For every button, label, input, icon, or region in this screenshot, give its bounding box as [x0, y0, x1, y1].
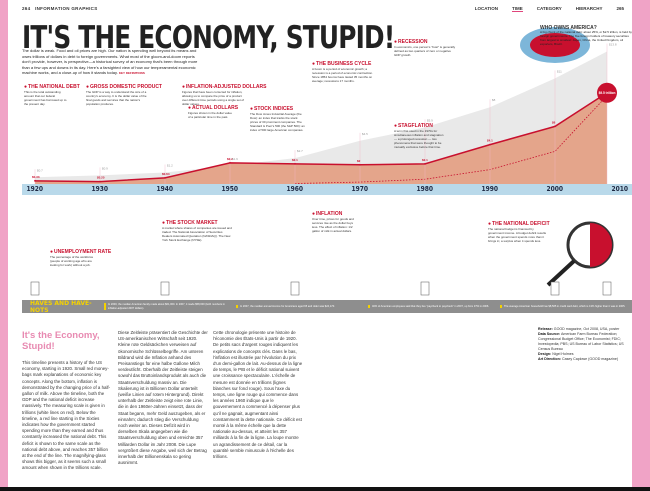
- haves-label: HAVES AND HAVE-NOTS: [30, 299, 92, 314]
- economy-chart: $0.33 $0.7 $0.25 $0.9 $0.64 $1.2 $2.2$1.9 $2.1 $…: [30, 27, 617, 296]
- deficit-magnified: [590, 223, 612, 267]
- milk-carton-icon: [602, 281, 612, 296]
- timeline-year: 1940: [156, 185, 174, 193]
- gdp-value-label: $8: [492, 98, 496, 102]
- timeline-year: 2000: [546, 185, 564, 193]
- world-map-land: [530, 33, 580, 57]
- gdp-area: [35, 51, 607, 184]
- timeline-year: 1990: [481, 185, 499, 193]
- debt-value-label: $2.2: [227, 157, 233, 161]
- timeline-year: 1920: [26, 185, 44, 193]
- gdp-value-label: $2.7: [297, 149, 303, 153]
- gdp-value-label: $0.9: [102, 166, 108, 170]
- timeline-year: 1980: [416, 185, 434, 193]
- debt-2008-badge: [597, 82, 617, 103]
- nav-location[interactable]: LOCATION: [474, 6, 498, 11]
- nav-time[interactable]: TIME: [511, 6, 523, 12]
- haves-fact: 40% of American employees said that they…: [368, 304, 496, 309]
- gdp-value-label: $5.9: [427, 118, 433, 122]
- debt-value-label: $0.33: [32, 175, 40, 179]
- debt-point: [489, 143, 491, 146]
- debt-point: [294, 162, 296, 165]
- debt-point: [359, 163, 361, 166]
- running-header: 264 INFORMATION GRAPHICS: [22, 6, 98, 11]
- deficit-line: [294, 95, 608, 184]
- gdp-value-label: $0.7: [37, 168, 43, 172]
- debt-area: [35, 92, 607, 184]
- gdp-value-label: $4.5: [362, 132, 368, 136]
- debt-line: [34, 92, 608, 183]
- haves-fact: In 2000, the median American family made…: [104, 303, 232, 310]
- debt-2008-label: $9.5 trillion: [599, 91, 616, 95]
- nav-hierarchy[interactable]: HIERARCHY: [575, 6, 603, 11]
- debt-point: [229, 161, 231, 164]
- milk-carton-icon: [550, 281, 560, 296]
- article-french: Cette chronologie présente une histoire …: [213, 330, 303, 460]
- debt-value-label: $0.64: [162, 172, 170, 176]
- timeline-year: 1930: [91, 185, 109, 193]
- debt-value-label: $2.1: [422, 158, 428, 162]
- intro-text: The dollar is weak. Food and oil prices …: [22, 48, 198, 75]
- debt-value-label: $2.1: [292, 158, 298, 162]
- timeline-year: 1950: [221, 185, 239, 193]
- gdp-value-label: $1.2: [167, 163, 173, 167]
- debt-point: [34, 179, 36, 182]
- timeline-year: 1960: [286, 185, 304, 193]
- milk-carton-icon: [420, 281, 430, 296]
- nav-category[interactable]: CATEGORY: [536, 6, 562, 11]
- milk-carton-icon: [30, 281, 40, 296]
- bottom-edge: [0, 487, 650, 491]
- timeline-bar: [22, 184, 632, 195]
- article-english: It's the Economy, Stupid!This timeline p…: [22, 330, 111, 471]
- gdp-value-label: $11: [557, 69, 562, 73]
- credits: Release: GOOD magazine, Oct 2008, USA, p…: [538, 327, 624, 361]
- magnifier-handle: [546, 259, 576, 287]
- debt-point: [164, 176, 166, 179]
- page-edge-left: [0, 0, 8, 491]
- gdp-value-label: $1.9: [232, 157, 238, 161]
- debt-value-label: $2: [357, 159, 361, 163]
- haves-fact: The average American household has $8,56…: [500, 304, 628, 309]
- milk-carton-icon: [160, 281, 170, 296]
- debt-value-label: $6: [552, 120, 556, 124]
- timeline-year: 1970: [351, 185, 369, 193]
- debt-point: [424, 162, 426, 165]
- debt-value-label: $0.25: [97, 176, 105, 180]
- timeline-year: 2010: [611, 185, 629, 193]
- haves-fact: In 2007, the median annual income for Am…: [236, 304, 364, 309]
- page-title: IT'S THE ECONOMY, STUPID!: [22, 20, 395, 56]
- section-nav: LOCATION TIME CATEGORY HIERARCHY 265: [475, 6, 624, 12]
- article-german: Diese Zeitleiste präsentiert die Geschic…: [118, 330, 208, 466]
- debt-point: [99, 180, 101, 183]
- debt-value-label: $4.1: [487, 139, 493, 143]
- haves-and-have-nots-bar: HAVES AND HAVE-NOTS In 2000, the median …: [22, 299, 632, 314]
- page-edge-right: [632, 0, 650, 491]
- who-owns-america: WHO OWNS AMERICA?A big chunk of the nati…: [540, 25, 632, 47]
- gdp-value-label: $13.8: [609, 43, 617, 47]
- page-number: 265: [616, 6, 624, 11]
- milk-carton-icon: [290, 281, 300, 296]
- debt-point: [554, 125, 556, 128]
